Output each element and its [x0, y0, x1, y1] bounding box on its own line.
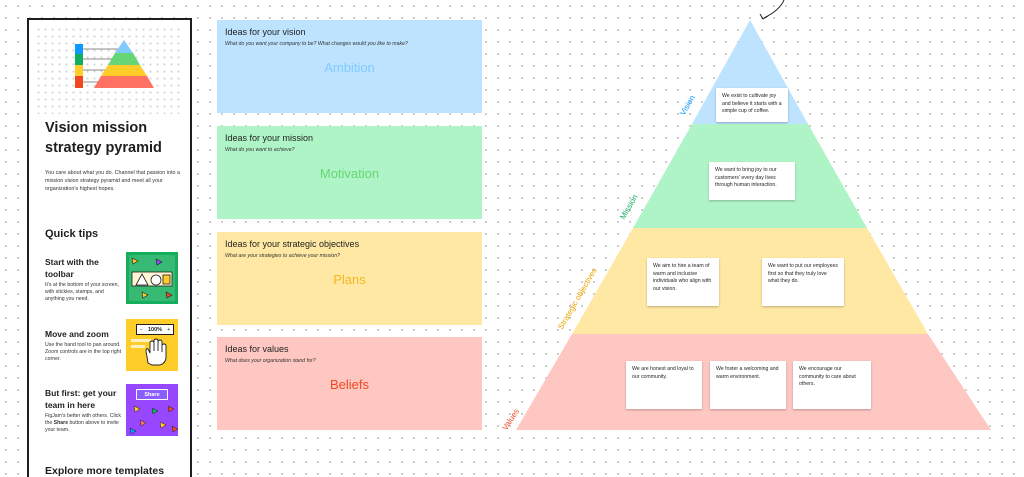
card-heading-ambition: Ambition: [324, 60, 375, 75]
toolbar-tip-illustration: [126, 252, 178, 304]
card-heading-beliefs: Beliefs: [329, 377, 370, 392]
pyramid-tier-strategic-objectives[interactable]: [572, 228, 928, 334]
connector-arrow: [763, 0, 785, 19]
values-ideas-card[interactable]: Ideas for values What does your organiza…: [217, 337, 482, 430]
tip-text-toolbar: It's at the bottom of your screen, with …: [45, 282, 119, 302]
sticky-note[interactable]: We exist to cultivate joy and believe it…: [716, 88, 788, 122]
card-heading-plans: Plans: [333, 272, 366, 287]
tip-title-move-zoom: Move and zoom: [45, 329, 109, 339]
card-title: Ideas for your strategic objectives: [225, 239, 360, 249]
tip-text-share: FigJam's better with others. Click the S…: [45, 413, 121, 433]
toolbar-illustration-icon: [129, 255, 175, 301]
share-tip-illustration: Share: [126, 384, 178, 436]
sticky-note[interactable]: We foster a welcoming and warm environme…: [710, 361, 786, 409]
sticky-note[interactable]: We aim to hire a team of warm and inclus…: [647, 258, 719, 306]
tip-title-toolbar: Start with the toolbar: [45, 257, 99, 279]
card-subtitle: What are your strategies to achieve your…: [225, 253, 341, 259]
mission-ideas-card[interactable]: Ideas for your mission What do you want …: [217, 126, 482, 219]
hand-tool-icon: [131, 338, 167, 366]
template-guide-panel: Vision mission strategy pyramid You care…: [27, 18, 192, 477]
guide-description: You care about what you do. Channel that…: [45, 170, 180, 192]
card-heading-motivation: Motivation: [319, 166, 380, 181]
card-title: Ideas for your vision: [225, 27, 306, 37]
card-subtitle: What does your organization stand for?: [225, 358, 316, 364]
cursors-icon: [129, 405, 178, 435]
card-subtitle: What do you want your company to be? Wha…: [225, 41, 408, 47]
zoom-tip-illustration: − 100% +: [126, 319, 178, 371]
zoom-in-icon: +: [167, 326, 171, 333]
sticky-note[interactable]: We encourage our community to care about…: [793, 361, 871, 409]
strategic-objectives-ideas-card[interactable]: Ideas for your strategic objectives What…: [217, 232, 482, 325]
pyramid-illustration-icon: [75, 40, 154, 88]
quick-tips-heading: Quick tips: [45, 228, 99, 240]
sticky-note[interactable]: We want to put our employees first so th…: [762, 258, 844, 306]
arrow-head-icon: [759, 13, 769, 20]
tip-title-share: But first: get your team in here: [45, 388, 117, 410]
zoom-control: − 100% +: [136, 324, 174, 335]
tip-text-move-zoom: Use the hand tool to pan around. Zoom co…: [45, 342, 122, 362]
sticky-note[interactable]: We want to bring joy to our customers' e…: [709, 162, 795, 200]
guide-title: Vision mission strategy pyramid: [45, 120, 162, 156]
card-title: Ideas for your mission: [225, 133, 314, 143]
card-title: Ideas for values: [225, 344, 289, 354]
explore-templates-heading[interactable]: Explore more templates: [45, 465, 165, 477]
zoom-out-icon: −: [139, 326, 143, 333]
card-subtitle: What do you want to achieve?: [225, 147, 295, 153]
share-button-preview: Share: [136, 389, 168, 400]
sticky-note[interactable]: We are honest and loyal to our community…: [626, 361, 702, 409]
pyramid-thumbnail: [35, 26, 184, 114]
vision-ideas-card[interactable]: Ideas for your vision What do you want y…: [217, 20, 482, 113]
zoom-level: 100%: [147, 326, 163, 333]
